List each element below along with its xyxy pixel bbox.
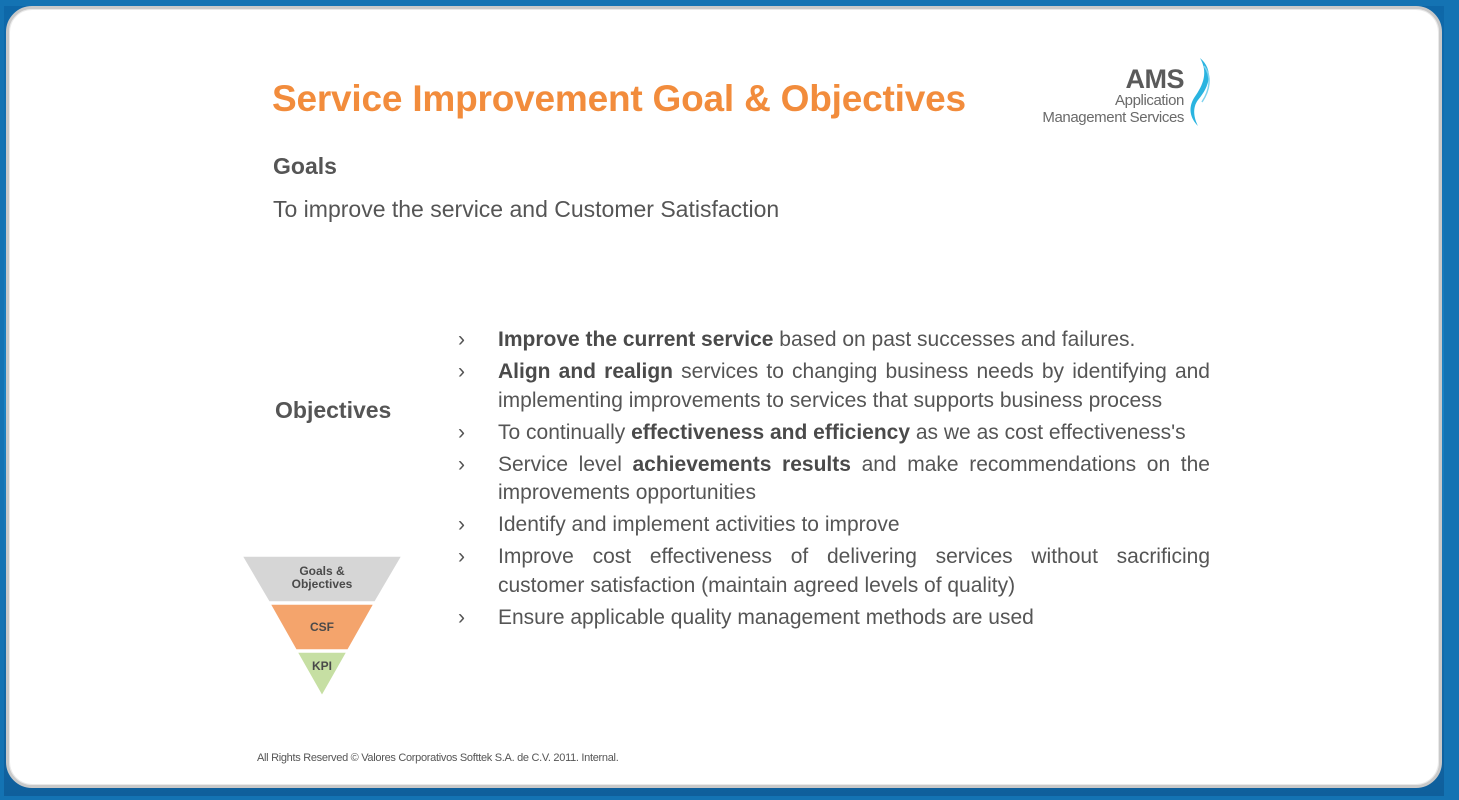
funnel-level-kpi xyxy=(295,651,349,698)
objectives-heading: Objectives xyxy=(275,397,392,423)
logo-line-1: Application xyxy=(1115,92,1184,109)
bullet-icon: › xyxy=(458,513,465,536)
funnel-level-goals xyxy=(240,555,404,603)
bullet-icon: › xyxy=(458,452,465,476)
list-item: › Identify and implement activities to im… xyxy=(458,511,1210,540)
item-text: as we as cost effectiveness's xyxy=(910,420,1186,444)
bullet-icon: › xyxy=(458,420,465,444)
item-text: services to changing business needs by i… xyxy=(498,360,1210,412)
item-bold: effectiveness and efficiency xyxy=(631,420,911,444)
item-prefix: Service level xyxy=(498,452,633,476)
item-text: Identify and implement activities to imp… xyxy=(498,513,900,536)
swoosh-icon xyxy=(1190,58,1210,126)
list-item: › Improve the current service based on pa… xyxy=(458,326,1210,355)
item-bold: Align and realign xyxy=(498,360,674,383)
list-item: › Align and realign services to changing … xyxy=(458,358,1210,415)
item-text: and make recommendations on the improvem… xyxy=(498,452,1210,505)
hierarchy-funnel: Goals & Objectives CSF KPI xyxy=(240,555,404,698)
goals-heading: Goals xyxy=(273,153,337,179)
list-item: › Service level achievements results and … xyxy=(458,451,1210,508)
bullet-icon: › xyxy=(458,360,465,383)
ams-logo: AMS Application Management Services xyxy=(1020,56,1220,132)
item-prefix: To continually xyxy=(498,420,632,444)
item-text: Improve cost effectiveness of delivering… xyxy=(498,545,1210,597)
logo-line-2: Management Services xyxy=(1042,109,1184,126)
bullet-icon: › xyxy=(458,545,465,568)
list-item: › Improve cost effectiveness of deliverin… xyxy=(458,543,1210,600)
funnel-label-csf: CSF xyxy=(310,620,334,634)
list-item: › Ensure applicable quality management me… xyxy=(458,604,1210,633)
funnel-level-csf xyxy=(268,603,376,651)
funnel-label-kpi: KPI xyxy=(312,659,332,673)
logo-name: AMS xyxy=(1125,64,1185,94)
funnel-label-goals: Goals & xyxy=(299,564,345,578)
item-bold: Improve the current service xyxy=(498,328,774,351)
slide-title: Service Improvement Goal & Objectives xyxy=(272,78,966,119)
item-bold: achievements results xyxy=(632,452,851,476)
copyright-footer: All Rights Reserved © Valores Corporativ… xyxy=(257,752,619,764)
item-text: based on past successes and failures. xyxy=(773,328,1136,351)
slide xyxy=(6,6,1442,788)
bullet-icon: › xyxy=(458,328,465,351)
list-item: › To continually effectiveness and effici… xyxy=(458,419,1210,448)
item-text: Ensure applicable quality management met… xyxy=(498,605,1034,629)
funnel-label-objectives: Objectives xyxy=(292,577,353,591)
objectives-list: › Improve the current service based on pa… xyxy=(458,326,1210,636)
goals-text: To improve the service and Customer Sati… xyxy=(273,196,780,222)
bullet-icon: › xyxy=(458,605,465,629)
